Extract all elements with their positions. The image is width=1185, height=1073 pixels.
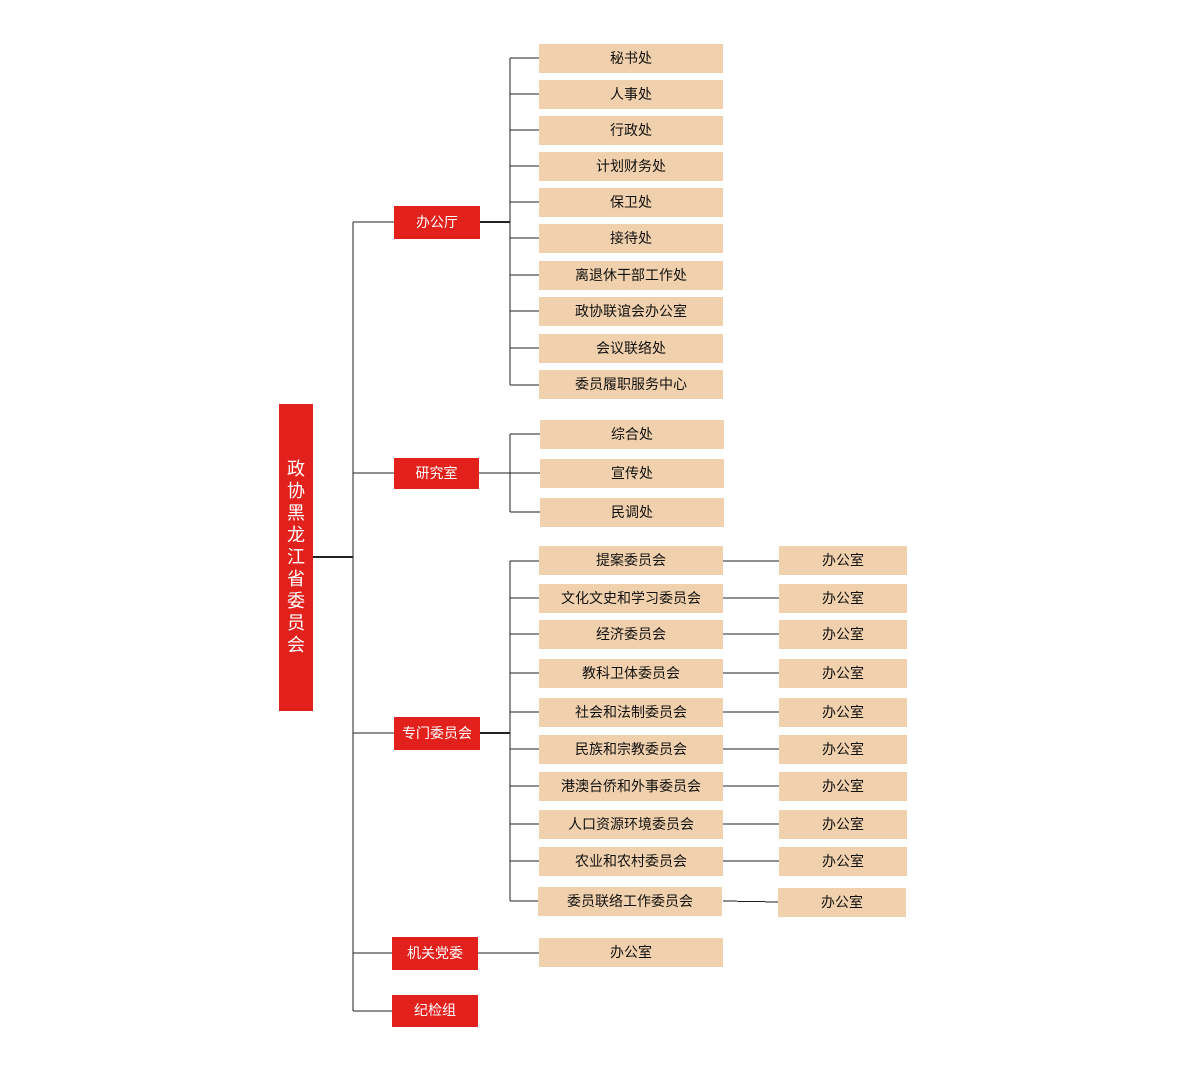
dept-label: 人事处 [610, 86, 652, 103]
committee-education-science-health-sports: 教科卫体委员会 [539, 659, 723, 688]
dept-label: 综合处 [611, 426, 653, 443]
branch-discipline-group: 纪检组 [392, 995, 478, 1027]
committee-label: 文化文史和学习委员会 [561, 590, 701, 607]
office-node: 办公室 [779, 698, 907, 727]
office-label: 办公室 [822, 741, 864, 758]
office-label: 办公室 [822, 853, 864, 870]
dept-label: 接待处 [610, 230, 652, 247]
dept-label: 宣传处 [611, 465, 653, 482]
dept-meeting-liaison: 会议联络处 [539, 334, 723, 363]
office-label: 办公室 [822, 590, 864, 607]
committee-label: 农业和农村委员会 [575, 853, 687, 870]
office-node: 办公室 [779, 659, 907, 688]
committee-label: 提案委员会 [596, 552, 666, 569]
committee-social-legal: 社会和法制委员会 [539, 698, 723, 727]
committee-culture-history-study: 文化文史和学习委员会 [539, 584, 723, 613]
dept-label: 秘书处 [610, 50, 652, 67]
dept-general: 综合处 [540, 420, 724, 449]
dept-friendship-office: 政协联谊会办公室 [539, 297, 723, 326]
dept-label: 会议联络处 [596, 340, 666, 357]
office-label: 办公室 [821, 894, 863, 911]
office-node: 办公室 [779, 810, 907, 839]
dept-label: 计划财务处 [596, 158, 666, 175]
office-node: 办公室 [779, 735, 907, 764]
committee-economic: 经济委员会 [539, 620, 723, 649]
branch-label: 研究室 [415, 465, 458, 482]
committee-hk-macao-taiwan-foreign: 港澳台侨和外事委员会 [539, 772, 723, 801]
branch-label: 机关党委 [407, 945, 463, 962]
office-node: 办公室 [779, 584, 907, 613]
committee-label: 民族和宗教委员会 [575, 741, 687, 758]
root-node: 政协黑龙江省委员会 [279, 404, 313, 711]
office-label: 办公室 [822, 816, 864, 833]
office-node: 办公室 [779, 620, 907, 649]
office-label: 办公室 [822, 778, 864, 795]
committee-ethnic-religious: 民族和宗教委员会 [539, 735, 723, 764]
dept-retired-cadres: 离退休干部工作处 [539, 261, 723, 290]
dept-label: 行政处 [610, 122, 652, 139]
dept-member-service-center: 委员履职服务中心 [539, 370, 723, 399]
branch-party-committee: 机关党委 [392, 937, 478, 970]
committee-member-liaison: 委员联络工作委员会 [538, 887, 722, 916]
office-label: 办公室 [610, 944, 652, 961]
office-label: 办公室 [822, 704, 864, 721]
branch-special-committees: 专门委员会 [394, 717, 480, 750]
dept-label: 民调处 [611, 504, 653, 521]
committee-proposals: 提案委员会 [539, 546, 723, 575]
committee-population-resources-environment: 人口资源环境委员会 [539, 810, 723, 839]
dept-security: 保卫处 [539, 188, 723, 217]
dept-public-survey: 民调处 [540, 498, 724, 527]
dept-label: 保卫处 [610, 194, 652, 211]
party-office: 办公室 [539, 938, 723, 967]
office-label: 办公室 [822, 552, 864, 569]
committee-label: 委员联络工作委员会 [567, 893, 693, 910]
committee-agriculture-rural: 农业和农村委员会 [539, 847, 723, 876]
dept-administration: 行政处 [539, 116, 723, 145]
root-label: 政协黑龙江省委员会 [287, 458, 305, 656]
dept-label: 离退休干部工作处 [575, 267, 687, 284]
committee-label: 人口资源环境委员会 [568, 816, 694, 833]
committee-label: 教科卫体委员会 [582, 665, 680, 682]
office-node: 办公室 [779, 772, 907, 801]
dept-reception: 接待处 [539, 224, 723, 253]
branch-label: 专门委员会 [402, 725, 472, 742]
dept-personnel: 人事处 [539, 80, 723, 109]
office-node: 办公室 [779, 847, 907, 876]
dept-secretariat: 秘书处 [539, 44, 723, 73]
committee-label: 港澳台侨和外事委员会 [561, 778, 701, 795]
dept-label: 政协联谊会办公室 [575, 303, 687, 320]
committee-label: 经济委员会 [596, 626, 666, 643]
branch-research-office: 研究室 [394, 458, 479, 489]
dept-label: 委员履职服务中心 [575, 376, 687, 393]
branch-label: 纪检组 [414, 1003, 456, 1019]
office-node: 办公室 [779, 546, 907, 575]
office-label: 办公室 [822, 626, 864, 643]
branch-general-office: 办公厅 [394, 206, 480, 239]
dept-planning-finance: 计划财务处 [539, 152, 723, 181]
office-node: 办公室 [778, 888, 906, 917]
dept-publicity: 宣传处 [540, 459, 724, 488]
branch-label: 办公厅 [416, 214, 458, 231]
committee-label: 社会和法制委员会 [575, 704, 687, 721]
office-label: 办公室 [822, 665, 864, 682]
